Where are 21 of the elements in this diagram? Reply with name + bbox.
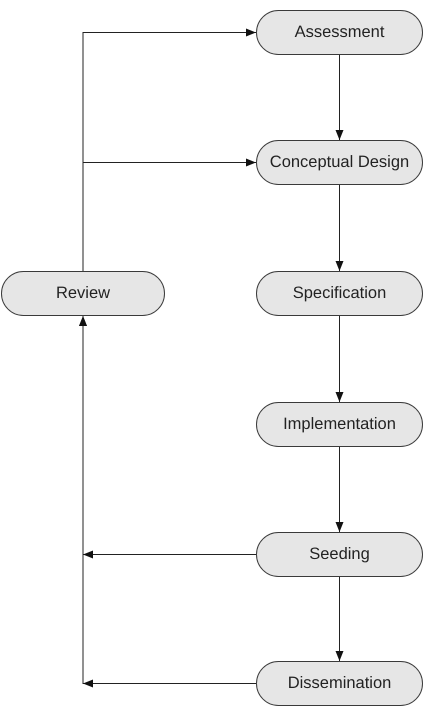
process-box <box>256 532 423 577</box>
node-label: Assessment <box>294 23 384 42</box>
arrow <box>336 316 344 402</box>
process-box <box>256 271 423 316</box>
arrow <box>336 184 344 272</box>
arrow <box>82 158 256 272</box>
process-box <box>1 271 165 316</box>
process-box <box>256 661 423 706</box>
arrow <box>336 54 344 140</box>
arrow <box>336 576 344 662</box>
process-box <box>256 140 423 185</box>
process-box <box>256 10 423 55</box>
arrow <box>336 446 344 532</box>
arrow <box>79 316 256 688</box>
process-box <box>256 402 423 447</box>
node-label: Implementation <box>283 415 396 434</box>
node-label: Specification <box>292 284 386 303</box>
node-label: Review <box>56 284 110 303</box>
node-label: Seeding <box>309 545 370 564</box>
node-label: Dissemination <box>288 674 392 693</box>
node-label: Conceptual Design <box>270 153 410 172</box>
